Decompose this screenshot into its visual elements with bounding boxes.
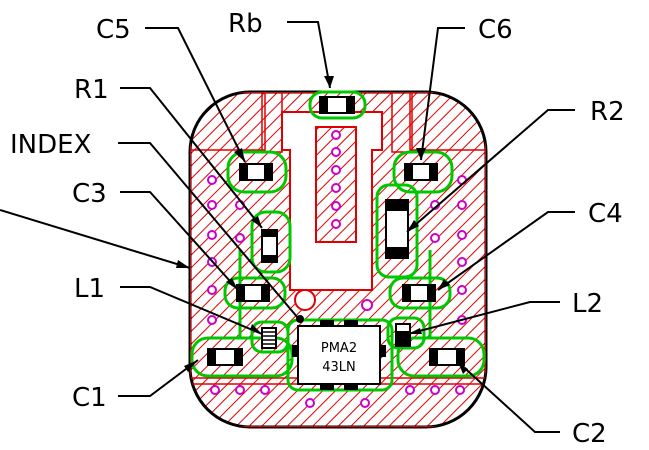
component-r1 xyxy=(261,229,278,263)
components xyxy=(207,96,465,390)
component-l2 xyxy=(395,323,411,347)
ground-pad xyxy=(294,289,316,311)
component-r2 xyxy=(385,199,409,259)
component-rb xyxy=(319,96,355,114)
label-r2: R2 xyxy=(590,97,625,127)
label-c4: C4 xyxy=(588,199,623,229)
component-c3 xyxy=(236,284,270,302)
label-c6: C6 xyxy=(478,15,513,45)
component-c4 xyxy=(402,284,436,302)
component-c6 xyxy=(404,163,438,181)
solder-mask-traces xyxy=(190,90,486,392)
label-rb: Rb xyxy=(228,9,263,39)
label-c3: C3 xyxy=(72,179,107,209)
chip-label-line1: PMA2 xyxy=(321,341,357,356)
component-pma243ln-chip xyxy=(292,320,386,390)
label-c2: C2 xyxy=(572,419,607,449)
component-labels: C5 Rb C6 R1 R2 INDEX C3 C4 L1 L2 C1 C2 xyxy=(10,9,625,449)
label-l1: L1 xyxy=(74,274,105,304)
label-r1: R1 xyxy=(74,75,109,105)
chip-label-line2: 43LN xyxy=(322,360,356,375)
label-c1: C1 xyxy=(72,383,107,413)
component-c1 xyxy=(207,348,243,366)
component-c5 xyxy=(239,163,273,181)
label-l2: L2 xyxy=(572,289,603,319)
label-c5: C5 xyxy=(96,15,131,45)
leader-arrowheads xyxy=(176,76,468,374)
leader-lines xyxy=(0,21,575,433)
component-c2 xyxy=(429,348,465,366)
label-index: INDEX xyxy=(10,130,91,160)
vias xyxy=(207,130,467,408)
component-l1 xyxy=(261,327,277,349)
